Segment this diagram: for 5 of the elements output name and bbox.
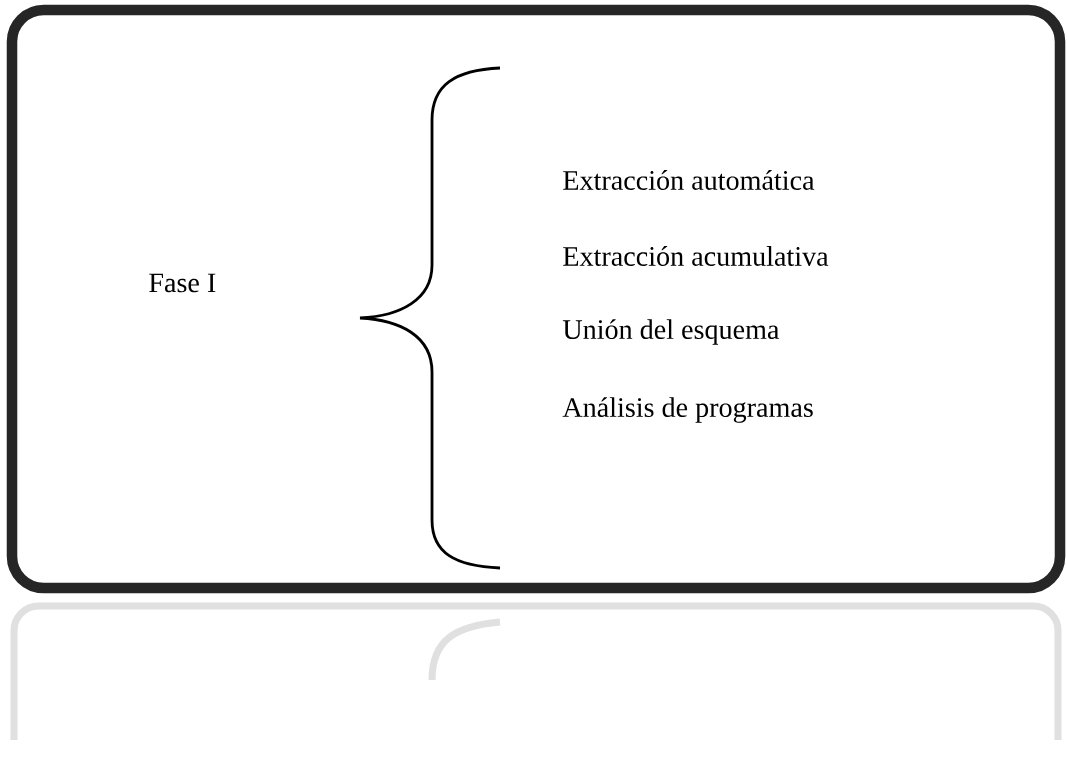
list-item: Análisis de programas: [562, 397, 813, 423]
list-item: Extracción acumulativa: [563, 246, 829, 266]
list-item: Unión del esquema: [562, 319, 780, 345]
phase-label: Fase I: [149, 273, 216, 293]
list-item: Extracción automática: [563, 170, 815, 190]
